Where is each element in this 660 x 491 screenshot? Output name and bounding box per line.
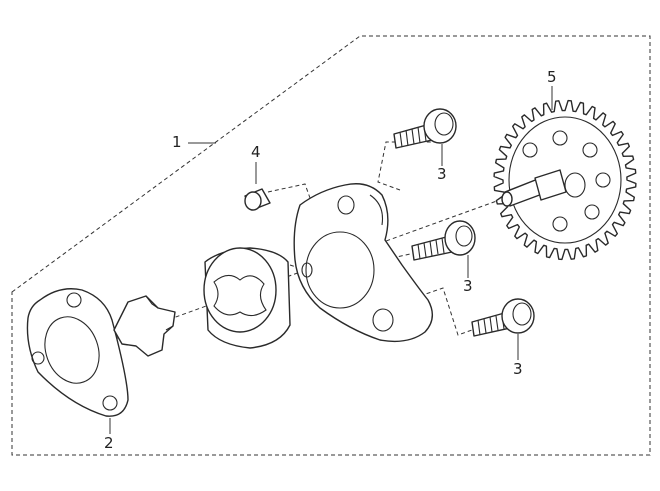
pump-gear-part [493,99,637,261]
screw-part-middle [411,220,476,261]
callout-dowel-pin: 4 [251,143,261,161]
leader-lines [109,86,553,434]
dowel-pin-part [244,188,271,211]
callout-oil-pump-assembly: 1 [172,133,182,151]
callout-screw-bottom: 3 [513,360,523,378]
outer-rotor-part [203,247,291,349]
assembly-boundary [11,35,651,456]
screw-part-top [393,108,457,149]
gasket-part [26,288,129,417]
callout-gasket: 2 [104,434,114,452]
callout-pump-gear: 5 [547,68,557,86]
pump-body-part [293,183,433,343]
callout-screw-top: 3 [437,165,447,183]
callout-screw-middle: 3 [463,277,473,295]
screw-part-bottom [471,298,535,337]
inner-rotor-part [113,295,176,357]
